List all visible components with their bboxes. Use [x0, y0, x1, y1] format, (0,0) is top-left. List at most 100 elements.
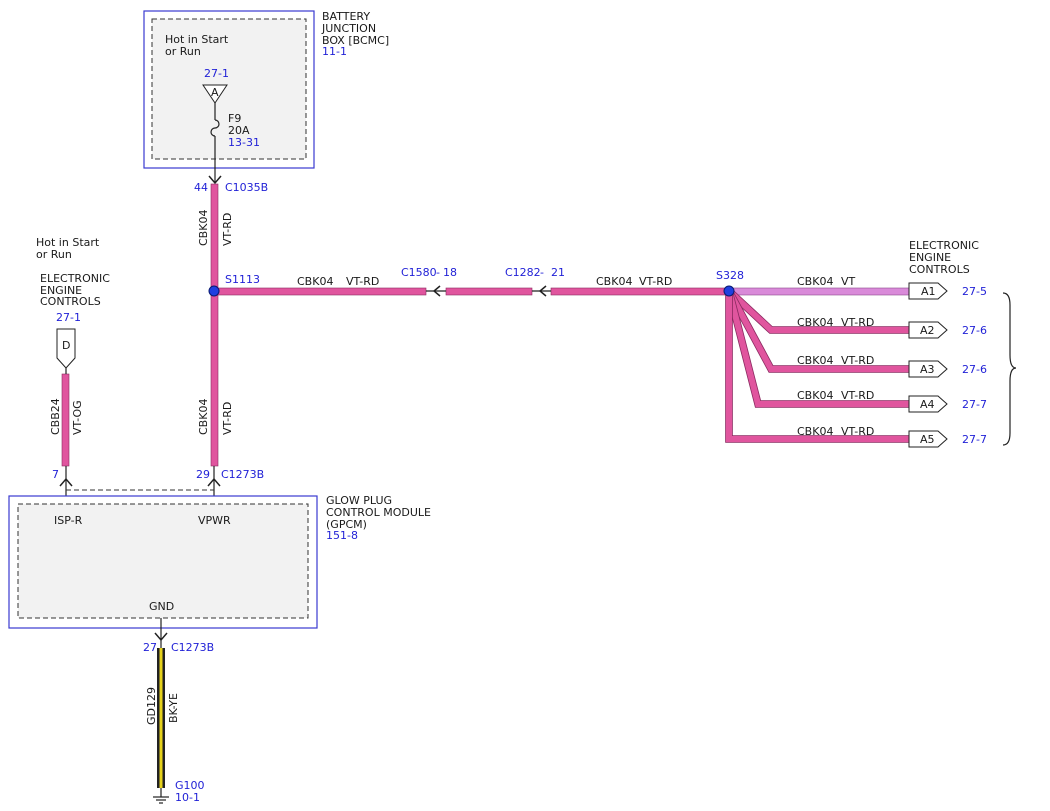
c1580-sep: - [436, 266, 440, 279]
wire-horizontal-color: VT-RD [346, 275, 379, 288]
output-a1-color: VT [841, 275, 856, 288]
c1273b-pin-7[interactable]: 7 [52, 468, 59, 481]
arrow-up-icon [207, 477, 221, 487]
eec-left-connector: D [62, 339, 70, 352]
eec-right-title-2: ENGINE [909, 251, 951, 264]
splice-dot-icon[interactable] [723, 285, 735, 297]
eec-right-title-3: CONTROLS [909, 263, 970, 276]
connector-c1035b: 44 C1035B [194, 168, 268, 194]
connector-c1282: C1282 - 21 [505, 266, 565, 297]
wire-left-color: VT-OG [71, 400, 84, 435]
output-a2-ref[interactable]: 27-6 [962, 324, 987, 337]
output-a2-connector: A2 [920, 324, 935, 337]
output-row-a1: CBK04 VT A1 27-5 [797, 275, 987, 300]
wire-left-vertical[interactable] [61, 373, 70, 467]
gpcm-inner-box [17, 503, 309, 619]
gpcm-outer-box [8, 495, 318, 629]
arrow-left-icon [538, 285, 547, 297]
bjb-ref[interactable]: 11-1 [322, 45, 347, 58]
gpcm-title-3: (GPCM) [326, 518, 367, 531]
wire-ground-color: BK-YE [167, 693, 180, 723]
output-row-a5: CBK04 VT-RD A5 27-7 [797, 425, 987, 448]
wire-output-a2[interactable] [726, 288, 909, 333]
wire-output-a3[interactable] [726, 289, 909, 372]
output-a4-ref[interactable]: 27-7 [962, 398, 987, 411]
c1273b-bottom-name[interactable]: C1273B [171, 641, 214, 654]
output-a1-ref[interactable]: 27-5 [962, 285, 987, 298]
fuse-icon [210, 119, 220, 137]
pin-triangle-icon [202, 84, 228, 104]
output-a5-color: VT-RD [841, 425, 874, 438]
output-a2-color: VT-RD [841, 316, 874, 329]
wire-output-a1[interactable] [728, 287, 910, 296]
fuse-ref[interactable]: 13-31 [228, 136, 260, 149]
eec-left-ref[interactable]: 27-1 [56, 311, 81, 324]
wire-lower-circuit: CBK04 [197, 399, 210, 435]
fuse-name: F9 [228, 112, 241, 125]
c1035b-name[interactable]: C1035B [225, 181, 268, 194]
brace-icon [1002, 292, 1017, 446]
wire-horizontal-segment-2[interactable] [445, 287, 533, 296]
connector-pentagon-icon [56, 328, 76, 369]
output-a3-color: VT-RD [841, 354, 874, 367]
wire-lower-color: VT-RD [221, 402, 234, 435]
s1113-name[interactable]: S1113 [225, 273, 260, 286]
wires [61, 183, 910, 788]
connector-c1273b-bottom: 27 C1273B [143, 618, 214, 654]
gpcm-ref[interactable]: 151-8 [326, 529, 358, 542]
wire-middle-circuit: CBK04 [596, 275, 632, 288]
ground-g100: G100 10-1 [153, 779, 205, 804]
c1282-name[interactable]: C1282 [505, 266, 541, 279]
ground-name[interactable]: G100 [175, 779, 205, 792]
connector-pentagon-icon [908, 430, 948, 448]
c1580-pin[interactable]: 18 [443, 266, 457, 279]
battery-junction-box: Hot in Start or Run 27-1 A F9 20A 13-31 … [143, 10, 389, 169]
output-a5-connector: A5 [920, 433, 935, 446]
wire-output-a4[interactable] [726, 290, 909, 407]
output-a2-circuit: CBK04 [797, 316, 833, 329]
c1273b-pin-27[interactable]: 27 [143, 641, 157, 654]
eec-left-power-note-2: or Run [36, 248, 72, 261]
wire-horizontal-segment-3[interactable] [550, 287, 730, 296]
output-a1-connector: A1 [921, 285, 936, 298]
s328-name[interactable]: S328 [716, 269, 744, 282]
bjb-pin-ref[interactable]: 27-1 [204, 67, 229, 80]
c1035b-pin[interactable]: 44 [194, 181, 208, 194]
connector-c1580: C1580 - 18 [401, 266, 457, 297]
arrow-down-icon [208, 175, 222, 185]
wire-ground-stripe [159, 648, 163, 788]
splice-dot-icon[interactable] [208, 285, 220, 297]
fuse-rating: 20A [228, 124, 250, 137]
wire-top-vertical[interactable] [210, 183, 219, 292]
wire-top-color: VT-RD [221, 213, 234, 246]
gpcm-pin-gnd: GND [149, 600, 174, 613]
c1273b-pin-29[interactable]: 29 [196, 468, 210, 481]
output-row-a4: CBK04 VT-RD A4 27-7 [797, 389, 987, 413]
wire-horizontal-segment-1[interactable] [213, 287, 427, 296]
eec-left: Hot in Start or Run ELECTRONIC ENGINE CO… [36, 236, 110, 374]
c1282-pin[interactable]: 21 [551, 266, 565, 279]
output-a5-circuit: CBK04 [797, 425, 833, 438]
splice-s1113: S1113 [208, 273, 260, 297]
wire-labels: CBK04 VT-RD CBK04 VT-RD CBK04 VT-RD CBK0… [49, 210, 672, 725]
output-a5-ref[interactable]: 27-7 [962, 433, 987, 446]
output-a4-circuit: CBK04 [797, 389, 833, 402]
eec-left-title-2: ENGINE [40, 284, 82, 297]
c1273b-top-name[interactable]: C1273B [221, 468, 264, 481]
wire-output-a5[interactable] [726, 291, 909, 442]
c1580-name[interactable]: C1580 [401, 266, 437, 279]
connector-c1273b-top: 7 29 C1273B [52, 466, 264, 496]
wire-left-circuit: CBB24 [49, 398, 62, 435]
eec-right-title-1: ELECTRONIC [909, 239, 979, 252]
output-a3-connector: A3 [920, 363, 935, 376]
wire-lower-vertical[interactable] [210, 291, 219, 467]
bjb-title-3: BOX [BCMC] [322, 34, 389, 47]
output-row-a3: CBK04 VT-RD A3 27-6 [797, 354, 987, 378]
output-a3-ref[interactable]: 27-6 [962, 363, 987, 376]
bjb-power-note-2: or Run [165, 45, 201, 58]
eec-left-title-3: CONTROLS [40, 295, 101, 308]
ground-ref[interactable]: 10-1 [175, 791, 200, 804]
bjb-title-1: BATTERY [322, 10, 370, 23]
connector-pentagon-icon [908, 282, 948, 300]
glow-plug-control-module: ISP-R VPWR GND GLOW PLUG CONTROL MODULE … [8, 494, 431, 629]
